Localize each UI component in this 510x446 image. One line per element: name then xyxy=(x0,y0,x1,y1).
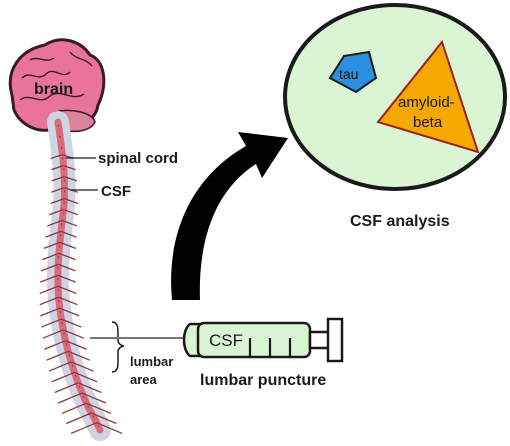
nerve-branch xyxy=(40,263,59,272)
nerve-branch xyxy=(63,208,79,216)
nerve-branch xyxy=(96,422,123,435)
tau-label: tau xyxy=(339,66,358,82)
syringe xyxy=(90,317,344,363)
nerve-branch xyxy=(63,165,76,171)
curved-arrow xyxy=(171,132,288,300)
nerve-branch xyxy=(58,296,78,306)
lumbar-puncture-label: lumbar puncture xyxy=(200,372,326,389)
nerve-branch xyxy=(64,175,78,182)
amyloid-label-line2: beta xyxy=(413,114,443,131)
csf-analysis-label: CSF analysis xyxy=(350,213,450,230)
nerve-branch xyxy=(57,274,76,283)
nerve-branch xyxy=(77,382,102,394)
lumbar-area-brace xyxy=(111,321,125,373)
lumbar-area-label-line1: lumbar xyxy=(130,354,173,369)
nerve-branch xyxy=(70,361,94,372)
nerve-branch xyxy=(64,197,79,205)
amyloid-beta-shape xyxy=(376,39,480,154)
nerve-branch xyxy=(39,274,59,283)
nerve-branch xyxy=(57,285,77,295)
nerve-branch xyxy=(86,402,112,415)
lumbar-area-label-line2: area xyxy=(130,372,158,387)
tau-shape xyxy=(328,50,378,94)
syringe-csf-label: CSF xyxy=(209,331,243,350)
brain-label: brain xyxy=(34,81,73,98)
nerve-branch xyxy=(61,402,87,415)
nerve-branch xyxy=(48,361,72,372)
nerve-branch xyxy=(51,186,65,193)
nerve-branch xyxy=(61,318,82,328)
nerve-branch xyxy=(70,422,97,435)
spine-illustration xyxy=(39,111,123,441)
nerve-branch xyxy=(58,263,76,272)
nerve-branch xyxy=(91,412,117,425)
nerve-branch xyxy=(57,392,83,404)
nerve-branch xyxy=(59,241,77,249)
nerve-branch xyxy=(39,285,59,295)
nerve-branch xyxy=(51,175,65,182)
nerve-branch xyxy=(45,230,62,238)
nerve-branch xyxy=(44,340,66,350)
nerve-branch xyxy=(47,219,63,227)
nerve-branch xyxy=(50,154,63,160)
nerve-branch xyxy=(40,307,60,317)
nerve-branch xyxy=(46,350,69,361)
nerve-branch xyxy=(60,230,77,238)
nerve-branch xyxy=(61,219,78,227)
nerve-branch xyxy=(67,350,91,361)
nerve-branch xyxy=(74,371,98,383)
nerve-branch xyxy=(39,296,59,306)
nerve-branch xyxy=(59,307,80,317)
nerve-branch xyxy=(48,208,64,216)
nerve-branch xyxy=(54,382,79,394)
nerve-branch xyxy=(50,197,65,205)
nerve-branch xyxy=(63,329,85,339)
nerve-branch xyxy=(42,329,64,339)
nerve-branch xyxy=(43,241,61,249)
nerve-branch xyxy=(58,252,76,261)
nerve-branch xyxy=(81,392,107,404)
nerve-branch xyxy=(42,252,60,261)
nerve-branch xyxy=(51,371,75,383)
nerve-branch xyxy=(41,318,62,328)
csf-label: CSF xyxy=(101,183,131,200)
nerve-branch xyxy=(66,412,92,425)
csf-analysis-circle xyxy=(283,3,507,191)
amyloid-label-line1: amyloid- xyxy=(398,94,455,111)
nerve-branch xyxy=(51,165,64,171)
nerve-branch xyxy=(65,340,87,350)
spinal-cord-label: spinal cord xyxy=(98,150,178,167)
